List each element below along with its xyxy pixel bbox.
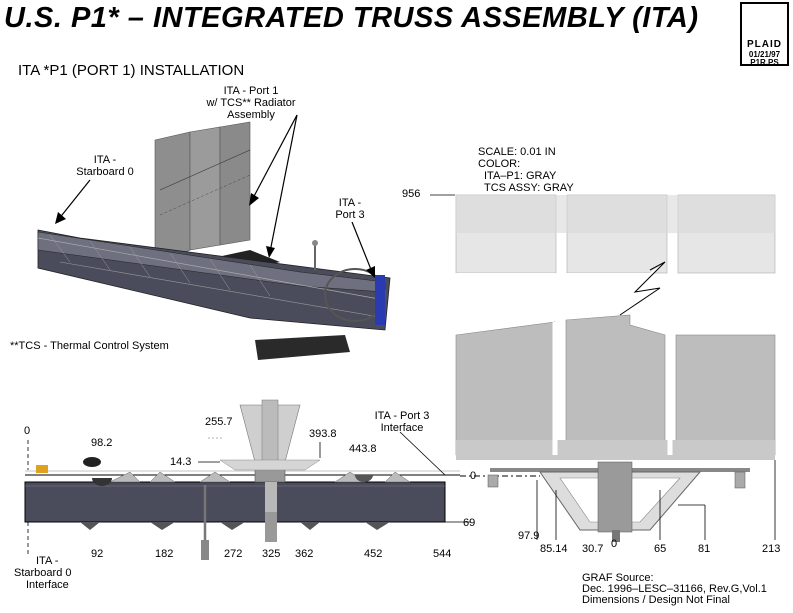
dim-end-30-7: 30.7 [582, 543, 604, 555]
plaid-logo-date: 01/21/97 [748, 50, 781, 59]
dim-side-0-left: 0 [24, 425, 31, 437]
dim-end-213: 213 [762, 543, 781, 555]
dim-bottom-182: 182 [155, 548, 174, 560]
dim-end-85-14: 85.14 [540, 543, 568, 555]
tcs-note: **TCS - Thermal Control System [10, 340, 169, 352]
dim-end-0: 0 [611, 538, 618, 550]
end-view [430, 194, 776, 542]
scale-info: SCALE: 0.01 IN COLOR: ITA–P1: GRAY TCS A… [478, 146, 574, 194]
page-title: U.S. P1* – INTEGRATED TRUSS ASSEMBLY (IT… [4, 2, 699, 34]
dim-255-7: 255.7 [205, 416, 233, 428]
dim-14-3: 14.3 [170, 456, 192, 468]
dim-98-2: 98.2 [91, 437, 113, 449]
callout-ita-port3: ITA - Port 3 [335, 197, 365, 221]
dim-393-8: 393.8 [309, 428, 337, 440]
iso-radiator-panel-1 [154, 131, 191, 266]
side-view [24, 399, 540, 560]
dim-end-97-9: 97.9 [518, 530, 540, 542]
iso-lower-panel [255, 335, 350, 360]
isometric-view [37, 114, 391, 360]
end-radiator-lower [455, 321, 556, 456]
plaid-logo-file: P1R.PS [750, 58, 779, 67]
source-note: GRAF Source: Dec. 1996–LESC–31166, Rev.G… [582, 572, 767, 606]
dim-side-0-mid: 0 [470, 470, 477, 482]
callout-starboard0-interface: ITA - Starboard 0 Interface [14, 555, 72, 591]
dim-bottom-272: 272 [224, 548, 243, 560]
callout-port3-interface: ITA - Port 3 Interface [374, 410, 430, 434]
dim-bottom-544: 544 [433, 548, 452, 560]
side-truss-body [24, 481, 446, 523]
page-subtitle: ITA *P1 (PORT 1) INSTALLATION [18, 62, 245, 79]
iso-radiator-panel-3 [219, 121, 251, 246]
dim-bottom-362: 362 [295, 548, 314, 560]
dim-end-81: 81 [698, 543, 711, 555]
dim-69: 69 [463, 517, 476, 529]
callout-ita-starboard0: ITA - Starboard 0 [76, 154, 134, 178]
dim-bottom-92: 92 [91, 548, 104, 560]
dim-bottom-452: 452 [364, 548, 383, 560]
plaid-logo: PLAID 01/21/97 P1R.PS [740, 2, 789, 67]
iso-radiator-panel-2 [189, 126, 221, 251]
dim-956: 956 [402, 188, 421, 200]
dim-bottom-325: 325 [262, 548, 281, 560]
dim-end-65: 65 [654, 543, 667, 555]
dim-443-8: 443.8 [349, 443, 377, 455]
plaid-logo-name: PLAID [747, 39, 782, 50]
callout-ita-port1: ITA - Port 1 w/ TCS** Radiator Assembly [206, 85, 296, 121]
